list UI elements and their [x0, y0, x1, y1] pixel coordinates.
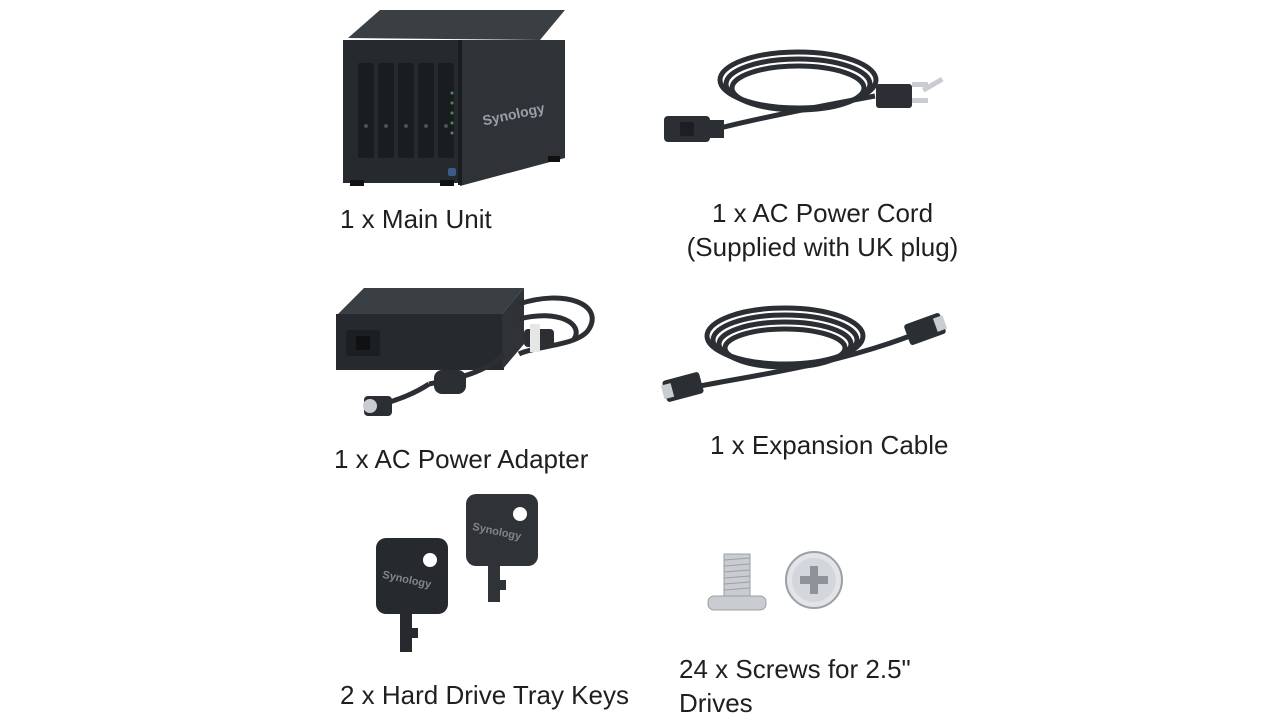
- screw-icon: [707, 551, 843, 611]
- main-unit-item: Synology: [340, 8, 570, 193]
- ac-power-cord-label: 1 x AC Power Cord: [711, 198, 934, 228]
- screws-label-line1: 24 x Screws for 2.5": [679, 654, 911, 684]
- ac-power-cord-sublabel: (Supplied with UK plug): [686, 232, 959, 262]
- screws-item: [704, 546, 849, 616]
- ac-power-cord-item: [660, 38, 950, 148]
- expansion-cable-icon: [660, 305, 948, 402]
- expansion-cable-label: 1 x Expansion Cable: [710, 430, 949, 460]
- power-cord-icon: [664, 49, 944, 142]
- tray-key-icon: [376, 494, 538, 652]
- ac-power-adapter-label: 1 x AC Power Adapter: [334, 444, 589, 474]
- expansion-cable-item: [660, 296, 950, 408]
- tray-keys-item: Synology Synology: [372, 490, 552, 656]
- tray-keys-label: 2 x Hard Drive Tray Keys: [340, 680, 629, 710]
- screws-label-line2: Drives: [679, 688, 753, 718]
- nas-unit-icon: [343, 10, 565, 186]
- power-adapter-icon: [336, 288, 595, 416]
- ac-power-adapter-item: [334, 284, 604, 420]
- main-unit-label: 1 x Main Unit: [340, 204, 492, 234]
